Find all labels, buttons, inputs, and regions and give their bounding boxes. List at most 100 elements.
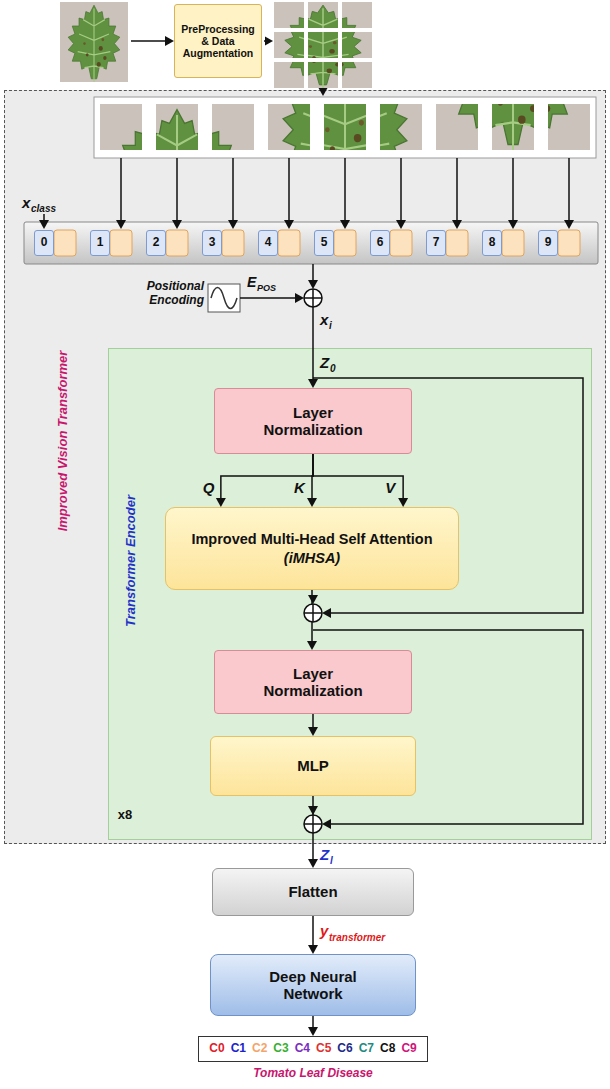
repeat-label: x8	[118, 808, 132, 823]
patch-row	[464, 12, 590, 150]
arrow-heads	[308, 280, 318, 289]
patch-row	[128, 104, 254, 242]
box-label: 0	[41, 236, 48, 250]
box-label: Layer Normalization	[253, 404, 373, 439]
box-label: Improved Multi-Head Self Attention	[191, 531, 432, 548]
patch-row	[296, 58, 422, 196]
connector	[308, 1016, 318, 1036]
subscript-label: POS	[257, 283, 276, 293]
arrow-head	[308, 1027, 318, 1036]
arrow-head	[308, 727, 318, 736]
flow-lines	[43, 214, 45, 221]
arrow-heads	[295, 293, 304, 303]
embedding-bar	[24, 222, 598, 264]
arrow-heads	[265, 37, 273, 46]
token-box: 4	[258, 230, 278, 256]
box-label: Layer Normalization	[253, 665, 373, 700]
box-label: 5	[321, 236, 328, 250]
box-label: 2	[153, 236, 160, 250]
embedding-boxes	[222, 230, 244, 256]
token-box: 9	[538, 230, 558, 256]
connector-line	[313, 454, 403, 499]
norm-box: Layer Normalization	[214, 388, 412, 454]
token-box: 3	[202, 230, 222, 256]
flow-lines	[312, 264, 314, 281]
class-label: C8	[380, 1042, 395, 1056]
sum-symbol	[304, 815, 322, 833]
subscript-label: i	[329, 320, 332, 332]
subscript-label: class	[31, 203, 56, 215]
arrow-heads	[39, 36, 574, 829]
flatten-box: Flatten	[212, 868, 414, 916]
leaf-image	[60, 2, 128, 82]
arrow-heads	[564, 220, 574, 229]
box-label: 7	[433, 236, 440, 250]
arrow-heads	[319, 88, 328, 96]
arrow-heads	[116, 220, 126, 229]
box-label: 6	[377, 236, 384, 250]
sum-symbol	[304, 815, 322, 833]
arrow-head	[216, 498, 226, 507]
box-label: MLP	[297, 757, 329, 774]
token-box: 8	[482, 230, 502, 256]
symbol-label: x	[320, 311, 328, 328]
symbol-label: x	[22, 194, 30, 211]
class-label: C7	[359, 1042, 374, 1056]
connector-line	[312, 714, 314, 728]
symbol-label: Z	[320, 846, 329, 863]
connector	[216, 454, 313, 507]
embedding-boxes	[502, 230, 524, 256]
edge-label: K	[294, 479, 305, 496]
class-label: C9	[401, 1042, 416, 1056]
patch-row	[296, 58, 422, 196]
class-label: C3	[273, 1042, 288, 1056]
attention-box: Improved Multi-Head Self Attention(iMHSA…	[165, 507, 459, 590]
flow-lines	[313, 630, 583, 824]
connector-line	[221, 454, 313, 499]
box-label: PreProcessing & Data Augmentation	[181, 23, 255, 59]
arrow-heads	[308, 595, 318, 604]
arrow-heads	[284, 220, 294, 229]
dashed-region: Improved Vision Transformer0123456789Tra…	[4, 90, 606, 844]
connector-line	[312, 1016, 314, 1028]
box-label: 3	[209, 236, 216, 250]
sine-icon	[211, 288, 237, 309]
connector	[308, 714, 318, 736]
symbol-label: Z	[320, 354, 329, 371]
flow-lines	[312, 307, 314, 380]
arrow-head	[308, 945, 318, 954]
region-label: Improved Vision Transformer	[56, 351, 71, 532]
sine-icon	[208, 284, 240, 312]
patch-grid	[282, 10, 372, 88]
patch-row	[128, 104, 254, 242]
arrow-heads	[308, 806, 318, 815]
arrow-heads	[452, 220, 462, 229]
box-label: 1	[97, 236, 104, 250]
arrow-heads	[340, 220, 350, 229]
subscript-label: 0	[330, 363, 336, 375]
arrow-heads	[322, 819, 331, 829]
sine-icon	[208, 284, 240, 312]
token-box: 5	[314, 230, 334, 256]
arrow-head	[308, 859, 318, 868]
embedding-boxes	[446, 230, 468, 256]
flow-lines	[44, 41, 583, 824]
class-label: C5	[316, 1042, 331, 1056]
box-label: 9	[545, 236, 552, 250]
embedding-boxes	[54, 230, 76, 256]
sum-symbol	[304, 604, 322, 622]
dnn-box: Deep Neural Network	[210, 954, 416, 1016]
token-box: 7	[426, 230, 446, 256]
subscript-label: l	[330, 855, 333, 867]
output-caption: Tomato Leaf Disease	[163, 1067, 463, 1081]
patch-row	[464, 12, 590, 150]
arrow-heads	[228, 220, 238, 229]
region-fill	[4, 90, 606, 844]
patch-grid	[282, 10, 372, 88]
connector	[308, 916, 318, 954]
class-box: C0C1C2C3C4C5C6C7C8C9	[198, 1036, 428, 1062]
embedding-boxes	[166, 230, 188, 256]
sum-symbol	[304, 289, 322, 307]
embedding-boxes	[334, 230, 356, 256]
connector-layer	[216, 454, 408, 1036]
